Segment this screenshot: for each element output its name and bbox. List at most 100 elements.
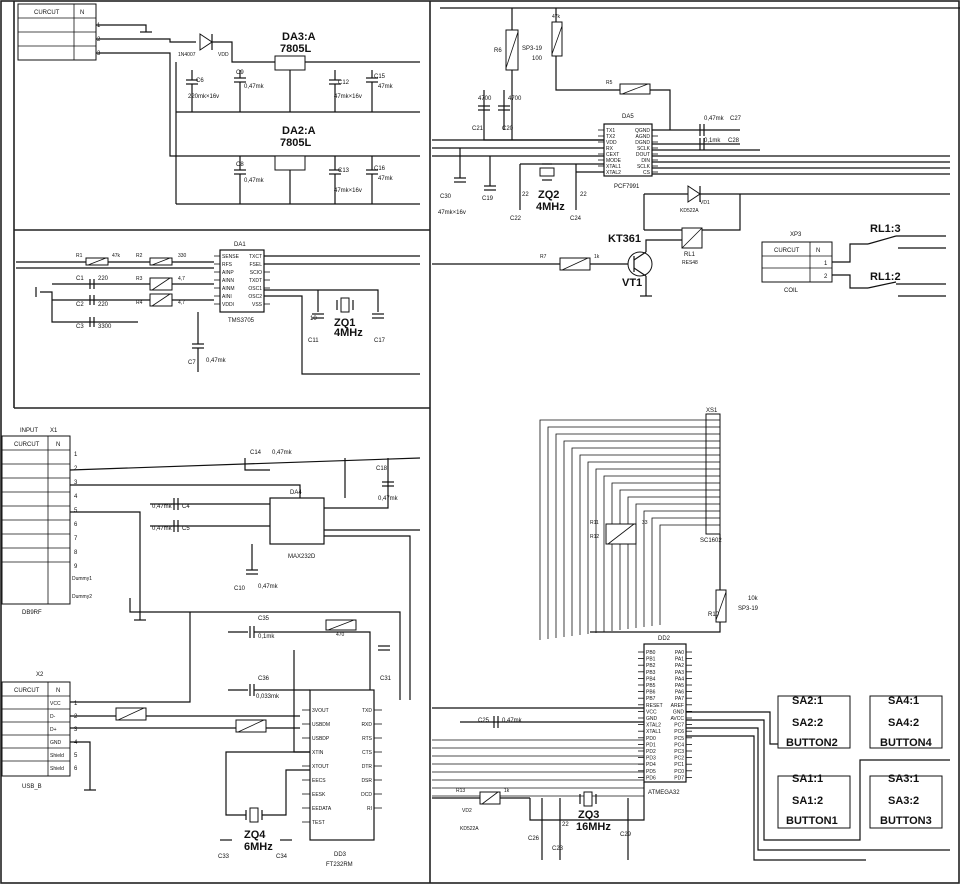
c16-label: C16 [374,166,386,172]
button3-switch: SA3:1 SA3:2 BUTTON3 [869,773,943,829]
da1-pin-label: TXCT [249,254,262,260]
c34-label: C34 [276,854,288,860]
db9-dummy2: Dummy2 [72,594,92,600]
da1-pin-label: AINN [222,278,234,284]
c19-label: C19 [482,196,494,202]
sa3-2-label: SA3:2 [888,795,919,807]
dd3-type: FT232RM [326,862,353,868]
c18-label: C18 [376,466,388,472]
rs232-input-label: INPUT [20,428,38,434]
dd3-pin-label: TEST [312,820,325,826]
lcd-conn-label: XS1 [706,408,718,414]
r4-value: 4,7 [178,300,185,306]
dd2-pin-label: RESET [646,703,663,709]
dd3-pin-label: DTR [362,764,373,770]
power-vdd-label: VDD [218,52,229,58]
r4-label: R4 [136,300,143,306]
db9-pin-num: 9 [74,564,78,570]
da5-pin-label: CEXT [606,152,619,158]
da5-pin-label: DIN [641,158,650,164]
c9-value: 0,47mk [244,84,265,90]
db9-pin-num: 6 [74,522,78,528]
c27-value: 0,47mk [704,116,725,122]
dd2-pin-label: XTAL1 [646,729,661,735]
xp3-label: XP3 [790,232,802,238]
usb-pin-num: 3 [74,727,78,733]
lcd-bus-wire [563,440,706,637]
c2-value: 220 [98,302,109,308]
power-pin-1: 1 [97,23,101,29]
r5-label: R5 [606,80,613,86]
r7-value: 1k [594,254,600,260]
power-diode: 1N4007 VDD [178,33,229,58]
usb-pin-name: Shield [50,766,64,772]
dd2-name: DD2 [658,636,671,642]
button2-switch: SA2:1 SA2:2 BUTTON2 [777,695,851,749]
zq2-label: ZQ2 [538,189,559,201]
buttons-block: SA2:1 SA2:2 BUTTON2 SA4:1 SA4:2 BUTTON4 … [686,695,950,861]
da1-pin-label: TXDT [249,278,262,284]
usb-r-value: 470 [336,632,345,638]
usb-pin-num: 4 [74,740,78,746]
usb-header: CURCUT [14,688,40,694]
dd3-pin-label: EECS [312,778,326,784]
dd2-pin-label: PD0 [646,736,656,742]
usb-pin-name: D- [50,714,56,720]
relay-driver: KD522A VD1 RL1 RES48 KT361 VT1 R7 1k [432,185,950,297]
usb-pin-num: 1 [74,701,78,707]
dd2-pin-label: PA1 [675,657,684,663]
rfid-trim-value: 100 [532,56,543,62]
sa4-2-label: SA4:2 [888,717,919,729]
c12-value: 47mk×16v [334,94,362,100]
dd2-pin-label: PA5 [675,683,684,689]
dd3-pin-label: XTOUT [312,764,329,770]
usb-pin-num: 2 [74,714,78,720]
c5-value: 0,47mk [152,526,173,532]
r1-value: 47k [112,253,121,259]
c13-label: C13 [338,168,350,174]
c3-value: 3300 [98,324,112,330]
ic-dd3: DD3 FT232RM 3VOUTUSBDMUSBDPXTINXTOUTEECS… [302,689,382,868]
c36-value: 0,033mk [256,694,280,700]
lcd-bus-wire [539,419,706,640]
power-diode-label: 1N4007 [178,52,196,58]
dd2-pin-label: PA0 [675,650,684,656]
audio-caps: C1 220 C2 220 C3 3300 [76,276,112,330]
da1-pin-label: SCIO [250,270,262,276]
db9-pin-num: 8 [74,550,78,556]
dd2-pin-label: XTAL2 [646,723,661,729]
da5-pin-label: VDD [606,140,617,146]
lcd-block: XS1 SC1602 R11 R12 33 R10 SP3-19 10k [539,408,759,640]
c21-label: C21 [472,126,484,132]
button1-label: BUTTON1 [786,815,838,827]
db9-pin-num: 7 [74,536,78,542]
sa4-1-label: SA4:1 [888,695,919,707]
c14-label: C14 [250,450,262,456]
zq4-freq: 6MHz [244,841,273,853]
rfid-block: 47k R6 SP3-19 100 R5 DA5 PCF7991 TX1TX2V… [432,7,960,297]
xp3-header: CURCUT [774,248,800,254]
r11-label: R11 [590,520,599,526]
reg2-type: 7805L [280,137,311,149]
dd2-type: ATMEGA32 [648,790,680,796]
rfid-r-top: 47k [552,14,561,20]
r10-label: R10 [708,612,720,618]
usb-pin-name: GND [50,740,62,746]
r3-label: R3 [136,276,143,282]
dd2-pin-label: PA2 [675,663,684,669]
dd2-pin-label: PC2 [674,756,684,762]
da1-pin-label: FSEL [249,262,262,268]
lcd-conn-type: SC1602 [700,538,722,544]
c8-label: C8 [236,162,244,168]
c2-label: C2 [76,302,84,308]
da5-pin-label: AGND [636,134,651,140]
sa1-2-label: SA1:2 [792,795,823,807]
db9-pin-num: 4 [74,494,78,500]
crystal-zq2: ZQ2 4MHz [536,163,565,213]
xp3-n: N [816,248,820,254]
dd2-pin-label: PC7 [674,723,684,729]
audio-bypass-caps: C11 10 C17 C7 0,47mk [188,312,386,372]
da5-name: DA5 [622,114,634,120]
dd2-pin-label: PB6 [646,690,656,696]
